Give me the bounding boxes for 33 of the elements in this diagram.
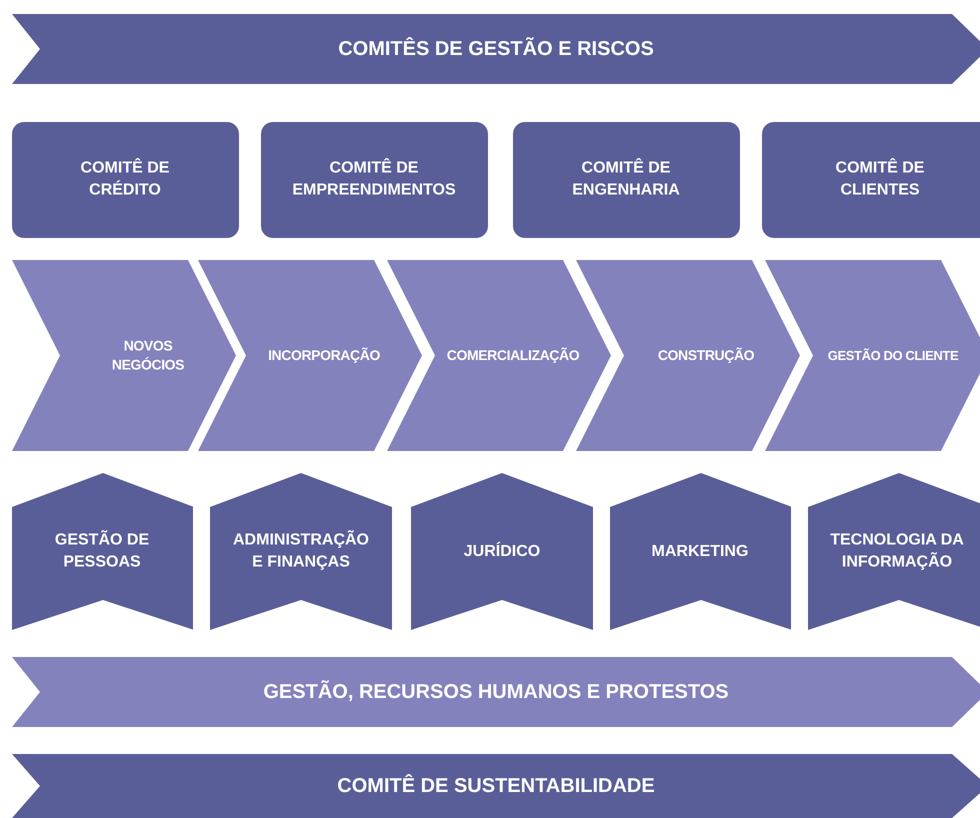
banner-arrow [12, 754, 980, 818]
committee-label: COMITÊ DE ENGENHARIA [571, 158, 681, 201]
committee-card [762, 122, 980, 238]
banner-title: COMITÊS DE GESTÃO E RISCOS [337, 36, 655, 62]
department-label: TECNOLOGIA DA INFORMAÇÃO [829, 530, 965, 572]
banner-title: COMITÊ DE SUSTENTABILIDADE [336, 773, 656, 799]
banner-title: GESTÃO, RECURSOS HUMANOS E PROTESTOS [262, 679, 730, 705]
department-label: MARKETING [650, 541, 750, 562]
department-label: JURÍDICO [462, 540, 542, 562]
stage-label: CONSTRUÇÃO [656, 346, 756, 365]
committee-label: COMITÊ DE CLIENTES [834, 158, 926, 201]
department-tag [210, 473, 392, 630]
department-tag [411, 473, 593, 630]
banner-arrow [12, 14, 980, 84]
committee-label: COMITÊ DE CRÉDITO [80, 158, 170, 201]
committee-label: COMITÊ DE EMPREENDIMENTOS [291, 158, 457, 201]
stage-label: GESTÃO DO CLIENTE [826, 346, 960, 364]
stage-label: COMERCIALIZAÇÃO [446, 346, 580, 365]
committee-card [261, 122, 488, 238]
committee-card [513, 122, 740, 238]
stage-label: NOVOS NEGÓCIOS [110, 336, 186, 374]
department-label: GESTÃO DE PESSOAS [54, 529, 150, 572]
stage-panel [765, 260, 980, 451]
committee-card [12, 122, 239, 238]
department-label: ADMINISTRAÇÃO E FINANÇAS [232, 529, 370, 572]
department-tag [610, 473, 791, 630]
stage-panel [387, 260, 612, 451]
department-tag [808, 473, 980, 630]
stage-panel [12, 260, 236, 451]
banner-arrow [12, 657, 980, 727]
stage-panel [198, 260, 423, 451]
department-tag [12, 473, 193, 630]
stage-label: INCORPORAÇÃO [267, 346, 381, 365]
